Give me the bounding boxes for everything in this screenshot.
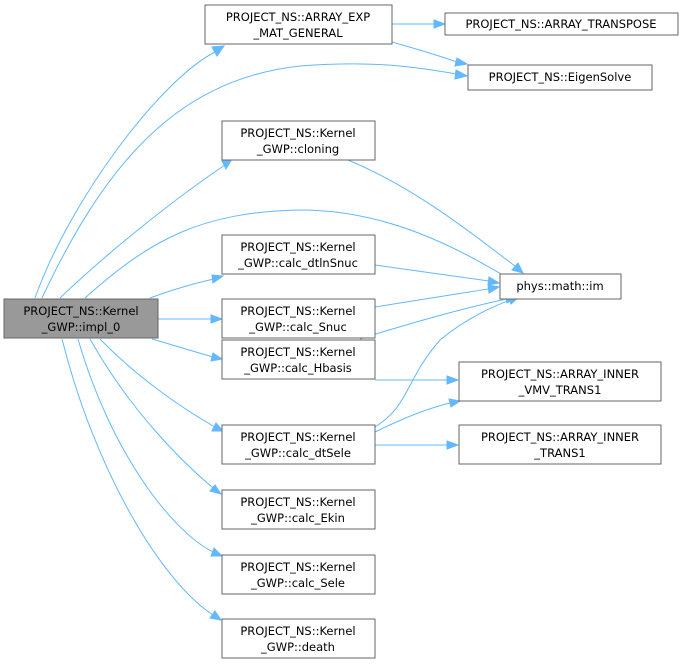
node-calc-hbasis[interactable]: PROJECT_NS::Kernel _GWP::calc_Hbasis — [221, 339, 376, 380]
node-calc-snuc[interactable]: PROJECT_NS::Kernel _GWP::calc_Snuc — [221, 298, 376, 339]
node-dtln-line1: PROJECT_NS::Kernel — [240, 240, 355, 254]
node-calc-dtsele[interactable]: PROJECT_NS::Kernel _GWP::calc_dtSele — [221, 424, 376, 465]
node-phys-math-im[interactable]: phys::math::im — [499, 273, 622, 300]
node-calc-ekin[interactable]: PROJECT_NS::Kernel _GWP::calc_Ekin — [221, 489, 376, 530]
node-array-inner-vmv-trans1[interactable]: PROJECT_NS::ARRAY_INNER _VMV_TRANS1 — [458, 361, 662, 402]
node-hbasis-line2: _GWP::calc_Hbasis — [243, 361, 352, 375]
node-vmv-line2: _VMV_TRANS1 — [518, 383, 602, 397]
node-trans1-line1: PROJECT_NS::ARRAY_INNER — [481, 430, 639, 444]
edge-hbasis-to-vmv — [375, 375, 460, 385]
node-im-line1: phys::math::im — [516, 279, 603, 293]
edge-dtln-to-im — [374, 264, 501, 286]
node-snuc-line1: PROJECT_NS::Kernel — [240, 304, 355, 318]
edge-cloning-to-im — [347, 159, 524, 274]
node-array-transpose[interactable]: PROJECT_NS::ARRAY_TRANSPOSE — [444, 12, 679, 36]
edge-impl0-to-cloning — [59, 158, 234, 299]
node-eigensolve[interactable]: PROJECT_NS::EigenSolve — [467, 64, 653, 91]
edge-dtsele-to-vmv — [374, 398, 462, 433]
node-cloning-line1: PROJECT_NS::Kernel — [240, 126, 355, 140]
edge-impl0-to-dtln — [149, 274, 225, 299]
node-dtsele-line2: _GWP::calc_dtSele — [244, 446, 351, 460]
node-death[interactable]: PROJECT_NS::Kernel _GWP::death — [221, 618, 376, 659]
node-eigen-line1: PROJECT_NS::EigenSolve — [489, 70, 632, 84]
edge-impl0-to-dtsele — [99, 338, 225, 432]
edge-exp-to-eigen — [391, 41, 469, 67]
edge-impl0-to-snuc — [158, 314, 224, 324]
node-snuc-line2: _GWP::calc_Snuc — [248, 320, 347, 334]
node-exp-line1: PROJECT_NS::ARRAY_EXP — [226, 10, 370, 24]
node-dtsele-line1: PROJECT_NS::Kernel — [240, 430, 355, 444]
node-cloning-line2: _GWP::cloning — [256, 142, 339, 156]
node-calc-sele[interactable]: PROJECT_NS::Kernel _GWP::calc_Sele — [221, 554, 376, 595]
edge-impl0-to-sele — [77, 338, 224, 557]
node-ekin-line2: _GWP::calc_Ekin — [250, 511, 345, 525]
edge-impl0-to-death — [61, 338, 223, 621]
node-death-line1: PROJECT_NS::Kernel — [240, 624, 355, 638]
node-dtln-line2: _GWP::calc_dtlnSnuc — [237, 256, 358, 270]
node-exp-line2: _MAT_GENERAL — [252, 26, 343, 40]
node-hbasis-line1: PROJECT_NS::Kernel — [240, 345, 355, 359]
edge-exp-to-transpose — [392, 19, 447, 29]
node-array-inner-trans1[interactable]: PROJECT_NS::ARRAY_INNER _TRANS1 — [458, 424, 662, 465]
node-vmv-line1: PROJECT_NS::ARRAY_INNER — [481, 367, 639, 381]
node-cloning[interactable]: PROJECT_NS::Kernel _GWP::cloning — [221, 120, 376, 161]
edge-impl0-to-exp — [34, 45, 226, 299]
node-impl0[interactable]: PROJECT_NS::Kernel _GWP::impl_0 — [3, 298, 159, 339]
node-impl0-line2: _GWP::impl_0 — [41, 320, 121, 334]
edge-impl0-to-eigen — [41, 63, 469, 299]
edge-hbasis-to-im — [359, 294, 518, 340]
node-transpose-line1: PROJECT_NS::ARRAY_TRANSPOSE — [465, 17, 656, 31]
node-ekin-line1: PROJECT_NS::Kernel — [240, 495, 355, 509]
edge-dtsele-to-trans1 — [375, 440, 460, 450]
node-death-line2: _GWP::death — [260, 640, 335, 654]
node-sele-line1: PROJECT_NS::Kernel — [240, 560, 355, 574]
edge-snuc-to-im — [374, 284, 501, 308]
node-array-exp-mat-general[interactable]: PROJECT_NS::ARRAY_EXP _MAT_GENERAL — [204, 4, 393, 45]
node-trans1-line2: _TRANS1 — [533, 446, 585, 460]
node-calc-dtlnsnuc[interactable]: PROJECT_NS::Kernel _GWP::calc_dtlnSnuc — [221, 234, 376, 275]
node-impl0-line1: PROJECT_NS::Kernel — [23, 304, 138, 318]
node-sele-line2: _GWP::calc_Sele — [250, 576, 345, 590]
edge-impl0-to-ekin — [89, 338, 223, 495]
edge-impl0-to-hbasis — [151, 338, 224, 362]
